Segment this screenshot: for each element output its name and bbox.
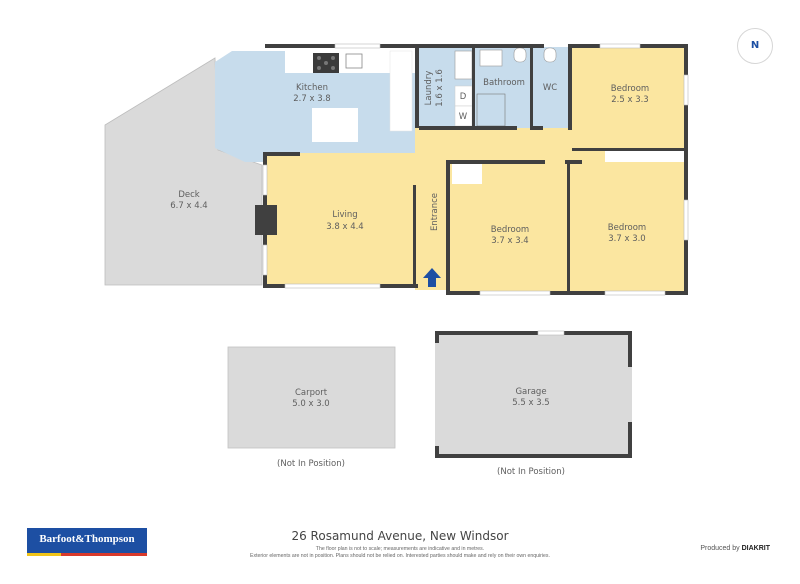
sink-icon xyxy=(345,53,363,69)
bedroom-2-size: 3.7 x 3.4 xyxy=(491,236,528,246)
laundry-size: 1.6 x 1.6 xyxy=(435,69,445,106)
entrance-label: Entrance xyxy=(430,193,440,231)
deck-label: Deck xyxy=(178,190,199,200)
north-compass-icon: N xyxy=(737,28,773,64)
disclaimer-line-1: The floor plan is not to scale; measurem… xyxy=(315,546,485,552)
bedroom-3-label: Bedroom xyxy=(608,223,646,233)
laundry-tub-icon xyxy=(454,50,473,80)
washer-label: W xyxy=(459,112,468,122)
kitchen-label: Kitchen xyxy=(296,83,328,93)
dryer-label: D xyxy=(460,92,467,102)
carport-area xyxy=(227,346,396,449)
compass-label: N xyxy=(750,40,760,51)
property-address: 26 Rosamund Avenue, New Windsor xyxy=(291,529,509,543)
bedroom-1-size: 2.5 x 3.3 xyxy=(611,95,648,105)
credit-brand: DIAKRIT xyxy=(741,545,770,552)
logo-bar-red xyxy=(61,553,147,556)
windows xyxy=(262,43,689,296)
living-size: 3.8 x 4.4 xyxy=(326,222,363,232)
carport-note: (Not In Position) xyxy=(277,459,345,469)
bedroom-3-area xyxy=(570,162,685,291)
toilet-icon xyxy=(513,47,527,63)
brand-name: Barfoot&Thompson xyxy=(39,533,135,545)
garage-label: Garage xyxy=(515,387,546,397)
living-label: Living xyxy=(332,210,357,220)
garage-note: (Not In Position) xyxy=(497,467,565,477)
producer-credit: Produced by DIAKRIT xyxy=(700,545,770,552)
kitchen-size: 2.7 x 3.8 xyxy=(293,94,330,104)
garage-walls xyxy=(435,331,632,458)
garage-area xyxy=(435,331,632,458)
laundry-label: Laundry xyxy=(424,71,434,106)
credit-prefix: Produced by xyxy=(700,545,740,552)
vanity-icon xyxy=(479,49,503,67)
deck-size: 6.7 x 4.4 xyxy=(170,201,207,211)
logo-bar-yellow xyxy=(27,553,61,556)
bedroom-2-label: Bedroom xyxy=(491,225,529,235)
deck-area xyxy=(104,57,263,286)
wc-toilet-icon xyxy=(543,47,557,63)
bathroom-label: Bathroom xyxy=(483,78,525,88)
brand-logo: Barfoot&Thompson xyxy=(27,528,147,556)
carport-size: 5.0 x 3.0 xyxy=(292,399,329,409)
bedroom-3-size: 3.7 x 3.0 xyxy=(608,234,645,244)
kitchen-bench-side xyxy=(389,50,413,132)
disclaimer-line-2: Exterior elements are not in position. P… xyxy=(250,553,550,559)
kitchen-area xyxy=(215,51,415,162)
entry-arrow-icon xyxy=(423,268,441,287)
bedroom-1-label: Bedroom xyxy=(611,84,649,94)
hallway-area xyxy=(415,47,685,290)
garage-size: 5.5 x 3.5 xyxy=(512,398,549,408)
living-area xyxy=(266,153,416,284)
kitchen-island xyxy=(312,108,358,142)
carport-label: Carport xyxy=(295,388,328,398)
wc-label: WC xyxy=(543,83,557,93)
hall-cupboard xyxy=(452,162,482,184)
